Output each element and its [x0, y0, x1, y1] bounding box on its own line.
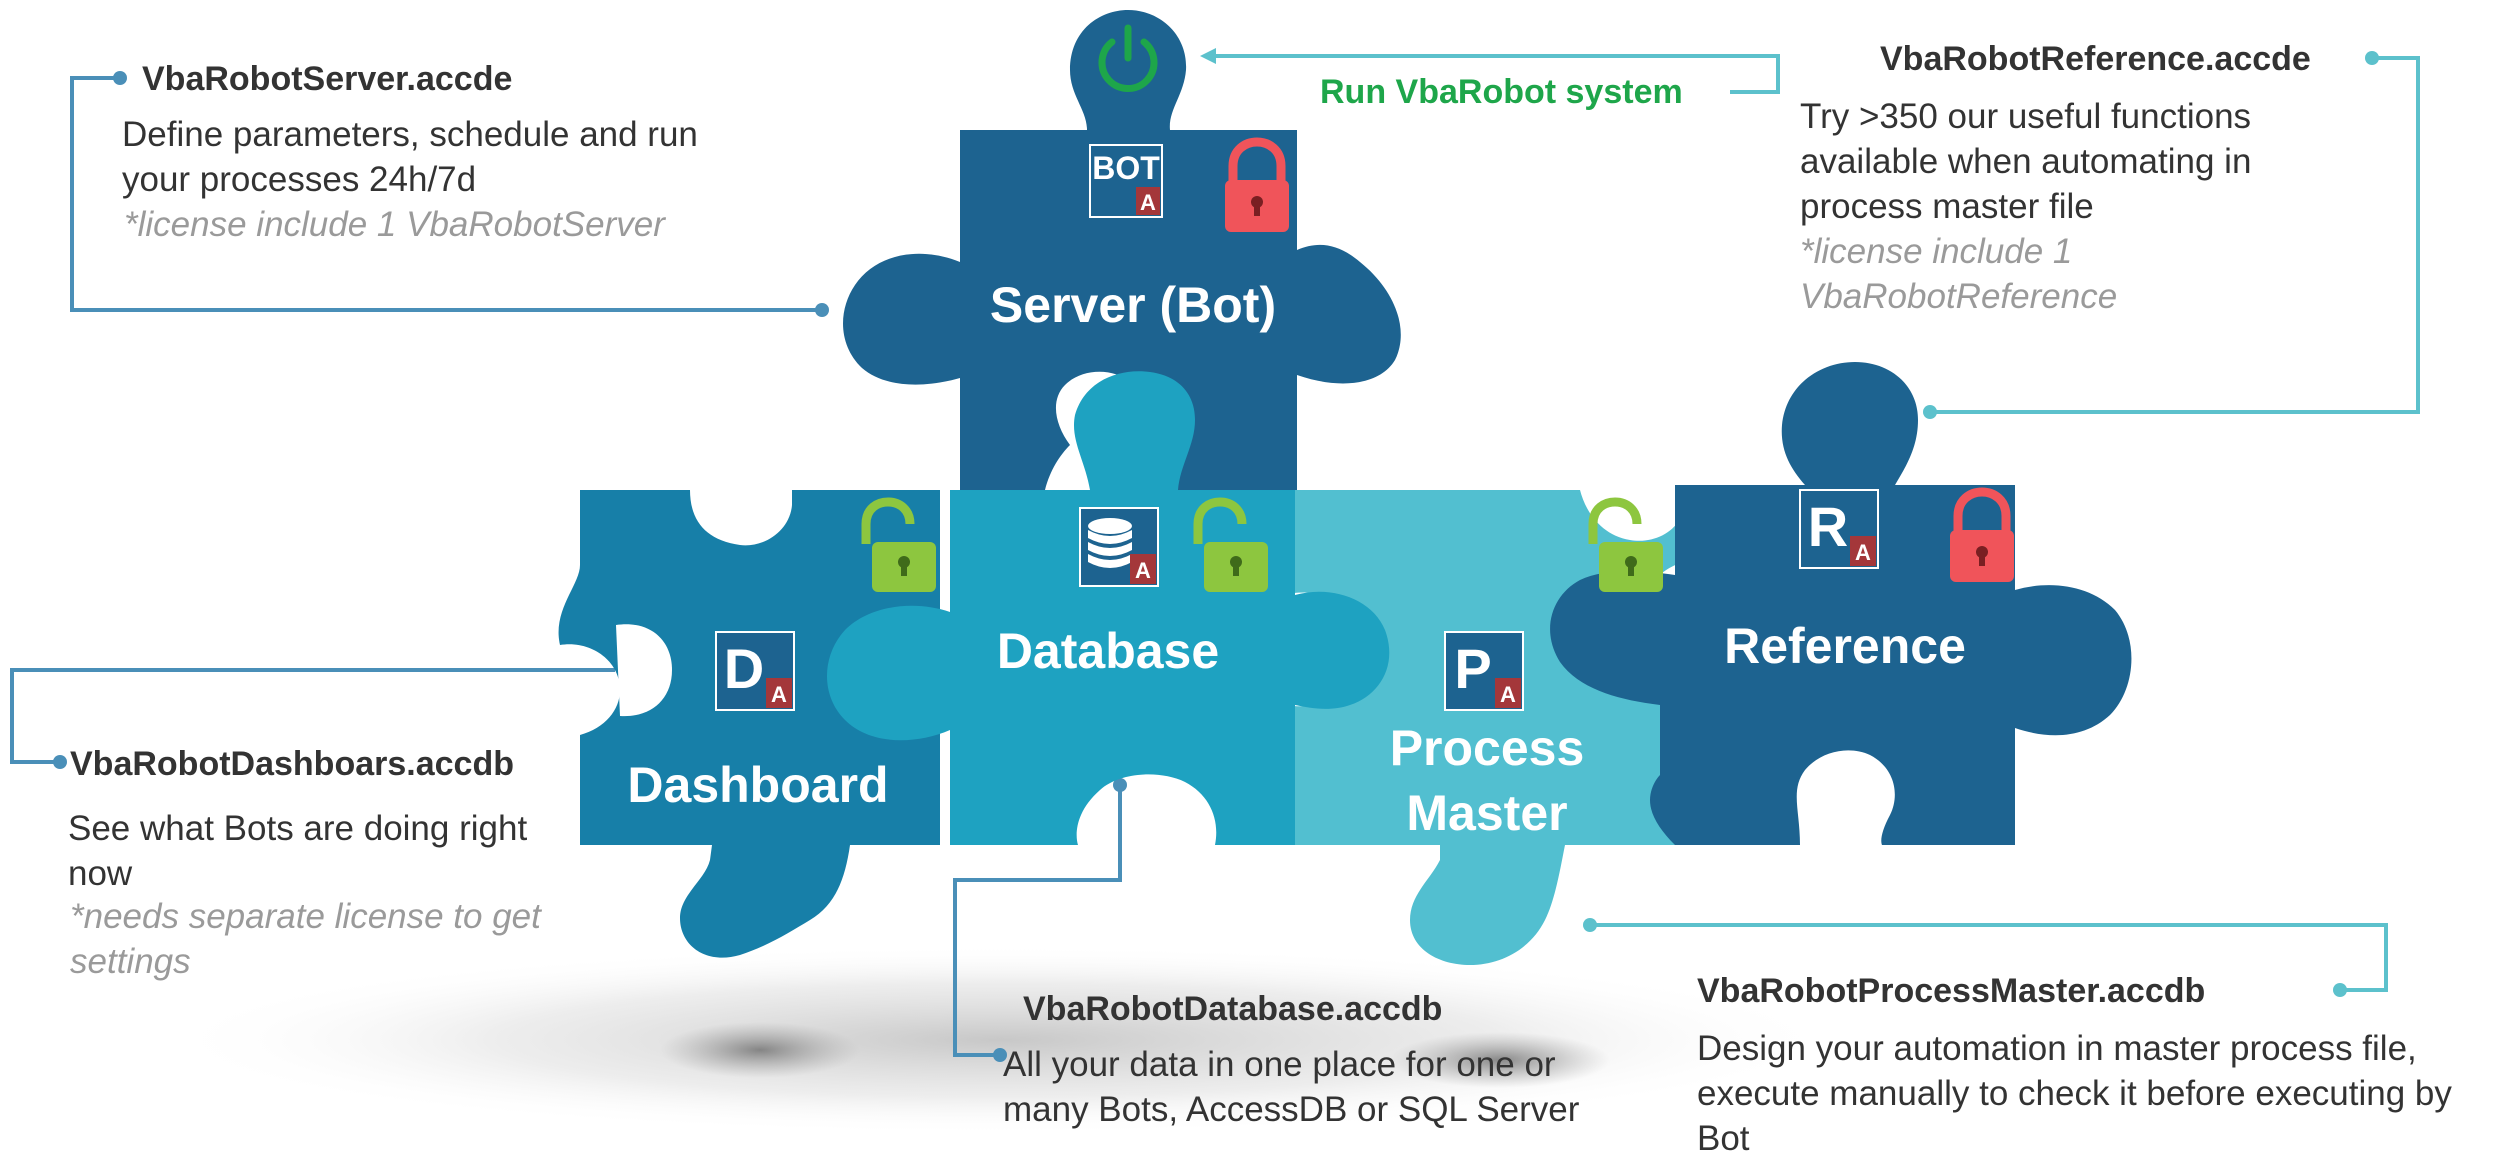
dashboard-shape	[558, 490, 940, 958]
connector-dot	[993, 1048, 1007, 1062]
server-callout-note: *license include 1 VbaRobotServer	[124, 205, 665, 244]
reference-callout-title: VbaRobotReference.accde	[1880, 40, 2311, 78]
badge-letter: R	[1808, 495, 1848, 558]
lock-keyhole-slot	[1979, 554, 1985, 566]
database-callout-desc: All your data in one place for one or ma…	[1003, 1045, 1580, 1129]
badge-access-square	[1130, 554, 1156, 584]
server-callout-title: VbaRobotServer.accde	[142, 60, 513, 98]
run-arrowhead	[1200, 48, 1216, 64]
process-label-line2: Master	[1406, 785, 1567, 841]
lock-shackle-open	[1193, 497, 1247, 544]
reference-connector	[1930, 56, 2420, 414]
dashboard-badge-icon: D A	[715, 631, 795, 711]
connector-dot	[2365, 51, 2379, 65]
badge-access-square	[1495, 678, 1521, 708]
database-shape	[826, 371, 1390, 845]
callout-lines	[10, 54, 2420, 1057]
lock-shackle	[1228, 137, 1286, 182]
badge-access-square	[766, 678, 792, 708]
power-ring	[1098, 38, 1158, 92]
db-cylinder-top	[1088, 518, 1132, 534]
callout-dots	[53, 48, 2379, 1062]
lock-shackle-open	[1588, 497, 1642, 544]
floor-shadow-dark	[660, 1022, 860, 1078]
db-cylinder-body	[1088, 530, 1132, 568]
server-piece	[843, 10, 1401, 490]
reference-callout-desc: Try >350 our useful functions available …	[1800, 97, 2252, 226]
badge-letter: BOT	[1092, 150, 1160, 186]
reference-shape	[1550, 362, 2132, 845]
dashboard-connector	[10, 668, 615, 764]
lock-keyhole-slot	[901, 564, 907, 576]
badge-access-square	[1850, 536, 1876, 566]
badge-access-square	[1136, 187, 1160, 215]
lock-keyhole-slot	[1628, 564, 1634, 576]
dashboard-piece	[558, 490, 940, 958]
power-icon[interactable]	[1098, 24, 1158, 92]
connector-dot	[53, 755, 67, 769]
reference-callout-note: *license include 1 VbaRobotReference	[1800, 232, 2118, 316]
lock-keyhole-slot	[1233, 564, 1239, 576]
badge-sub-letter: A	[771, 682, 787, 707]
process-badge-icon: P A	[1444, 631, 1524, 711]
reference-label: Reference	[1724, 618, 1966, 674]
connector-dot	[113, 71, 127, 85]
connector-dot	[815, 303, 829, 317]
floor-shadow	[160, 945, 1840, 1135]
badge-sub-letter: A	[1500, 682, 1516, 707]
badge-sub-letter: A	[1855, 540, 1871, 565]
server-lock-icon	[1225, 137, 1289, 232]
database-callout-title: VbaRobotDatabase.accdb	[1023, 990, 1443, 1028]
badge-sub-letter: A	[1135, 558, 1151, 583]
reference-piece	[1550, 362, 2132, 845]
server-shape	[843, 10, 1401, 490]
process-unlock-icon	[1588, 497, 1663, 592]
floor-shadow-dark	[1390, 1032, 1610, 1088]
database-label: Database	[997, 623, 1219, 679]
bot-badge-icon: BOT A	[1089, 144, 1163, 218]
database-connector	[953, 785, 1122, 1057]
badge-sub-letter: A	[1140, 190, 1156, 215]
database-piece	[826, 371, 1390, 845]
run-connector	[1206, 54, 1780, 94]
lock-shackle-open	[861, 497, 915, 544]
server-callout-desc: Define parameters, schedule and run your…	[122, 115, 698, 199]
process-callout-desc: Design your automation in master process…	[1697, 1029, 2452, 1158]
connector-dot	[1583, 918, 1597, 932]
database-badge-icon: A	[1079, 507, 1159, 587]
connector-dot	[2333, 983, 2347, 997]
server-label: Server (Bot)	[990, 277, 1276, 333]
badge-letter: D	[724, 637, 764, 700]
dashboard-callout-title: VbaRobotDashboars.accdb	[70, 745, 514, 783]
server-connector	[70, 76, 822, 312]
database-unlock-icon	[1193, 497, 1268, 592]
dashboard-callout-note: *needs separate license to get settings	[70, 897, 541, 981]
dashboard-unlock-icon	[861, 497, 936, 592]
dashboard-callout-desc: See what Bots are doing right now	[68, 809, 528, 893]
process-callout-title: VbaRobotProcessMaster.accdb	[1697, 972, 2206, 1010]
dashboard-notch-left	[616, 624, 672, 717]
lock-shackle	[1953, 487, 2011, 532]
reference-badge-icon: R A	[1799, 489, 1879, 569]
run-vbarobot-label[interactable]: Run VbaRobot system	[1320, 73, 1683, 111]
reference-notch-bottom	[1796, 750, 1895, 845]
process-label-line1: Process	[1390, 720, 1585, 776]
reference-lock-icon	[1950, 487, 2014, 582]
badge-letter: P	[1454, 637, 1491, 700]
dashboard-label: Dashboard	[627, 757, 888, 813]
process-connector	[1590, 923, 2388, 992]
connector-dot	[1113, 778, 1127, 792]
connector-dot	[1923, 405, 1937, 419]
dashboard-notch-top	[690, 490, 792, 546]
lock-keyhole-slot	[1254, 204, 1260, 216]
